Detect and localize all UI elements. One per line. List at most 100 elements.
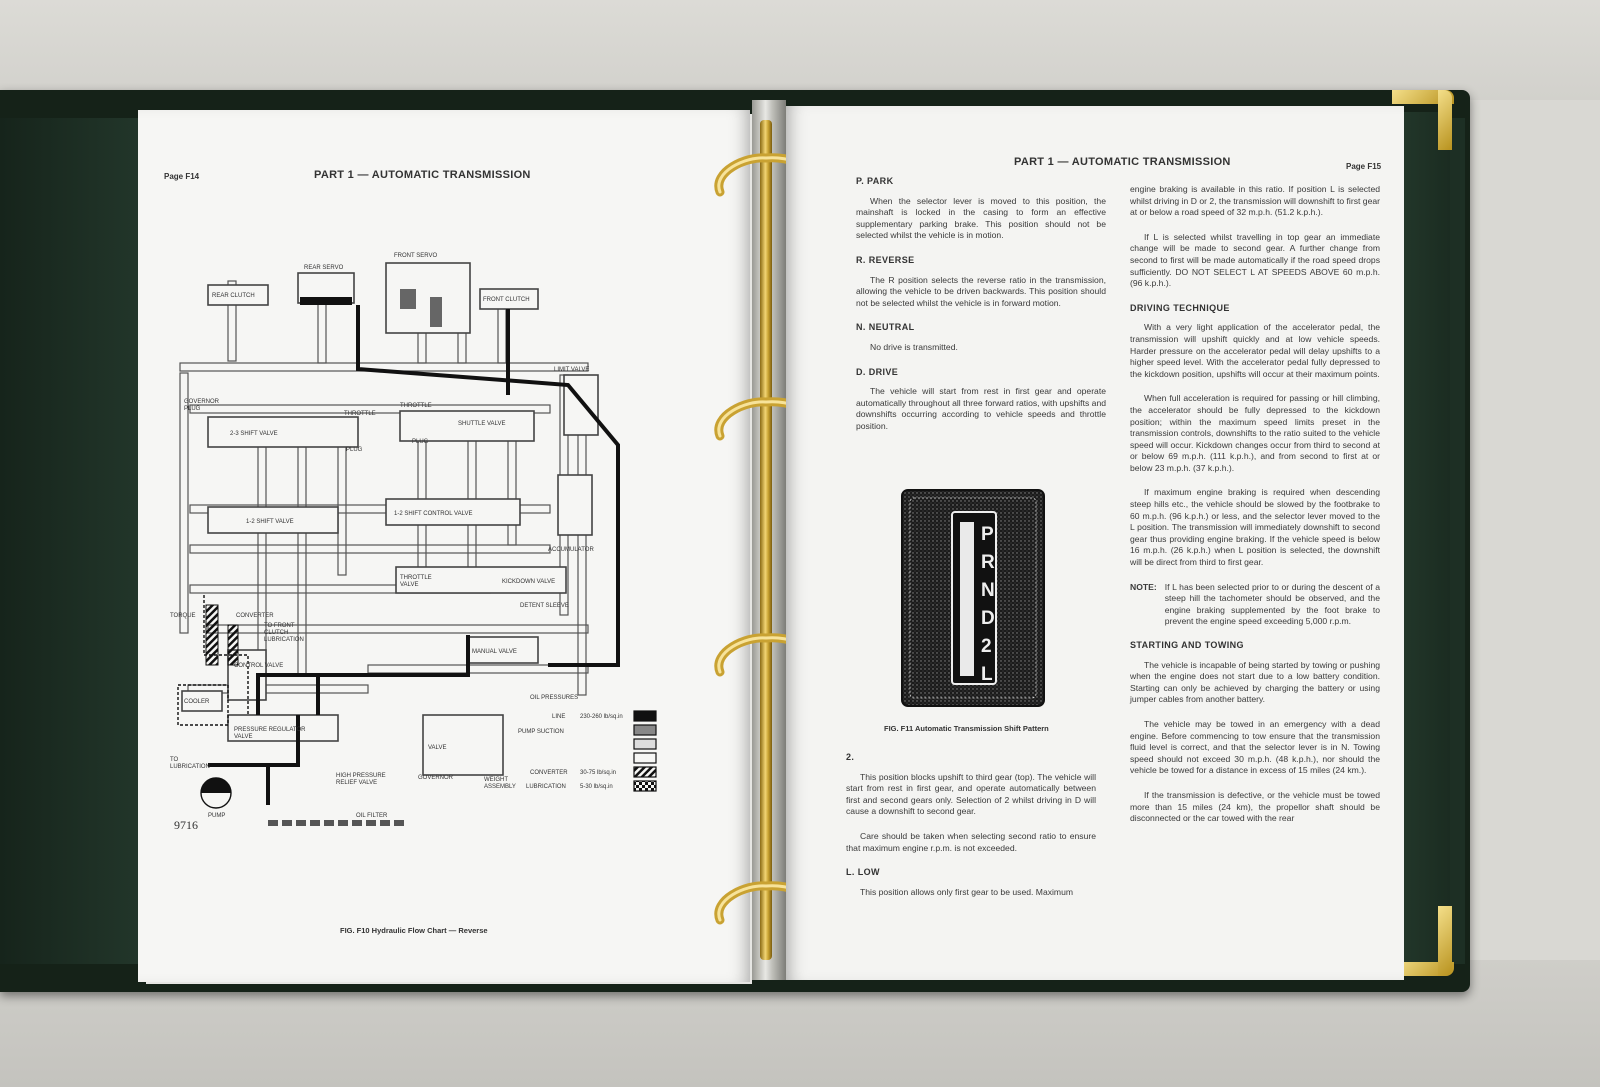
legend-label-converter: CONVERTER — [530, 770, 568, 776]
para-reverse: The R position selects the reverse ratio… — [856, 274, 1106, 308]
para-towing-2: The vehicle may be towed in an emergency… — [1130, 718, 1380, 776]
section-park: P. PARK When the selector lever is moved… — [856, 176, 1106, 242]
heading-driving-technique: DRIVING TECHNIQUE — [1130, 302, 1230, 313]
brass-corner-bottom-side — [1438, 906, 1452, 976]
shift-letter-d: D — [981, 608, 995, 629]
label-converter: CONVERTER — [236, 613, 274, 619]
label-front-clutch: FRONT CLUTCH — [483, 297, 530, 303]
figure-code: 9716 — [174, 818, 198, 832]
page-number-right: Page F15 — [1346, 162, 1382, 171]
label-rear-servo: REAR SERVO — [304, 265, 344, 271]
para-driving-2: When full acceleration is required for p… — [1130, 393, 1380, 473]
label-2-3-shift-valve: 2-3 SHIFT VALVE — [230, 431, 278, 437]
note-text: If L has been selected prior to or durin… — [1164, 581, 1380, 627]
label-throttle-2: THROTTLE — [400, 403, 432, 409]
label-rear-clutch: REAR CLUTCH — [212, 293, 255, 299]
right-column-2: engine braking is available in this rati… — [1130, 184, 1380, 838]
binder-ring-rail — [760, 120, 772, 960]
section-starting-towing: STARTING AND TOWING The vehicle is incap… — [1130, 640, 1380, 825]
heading-starting-towing: STARTING AND TOWING — [1130, 640, 1244, 650]
page-header-right: PART 1 — AUTOMATIC TRANSMISSION — [1014, 156, 1231, 168]
label-torque: TORQUE — [170, 613, 196, 619]
shift-letter-p: P — [981, 524, 994, 545]
heading-low: L. LOW — [846, 867, 880, 878]
note-block: NOTE: If L has been selected prior to or… — [1130, 582, 1380, 628]
label-cooler: COOLER — [184, 699, 210, 705]
binder-left-band — [0, 118, 140, 964]
legend-value-lubrication: 5-30 lb/sq.in — [580, 784, 613, 790]
para-low-cont: engine braking is available in this rati… — [1130, 184, 1380, 218]
para-second-1: This position blocks upshift to third ge… — [846, 771, 1096, 817]
section-drive: D. DRIVE The vehicle will start from res… — [856, 367, 1106, 433]
para-second-2: Care should be taken when selecting seco… — [846, 830, 1096, 853]
label-plug-2: PLUG — [412, 439, 429, 445]
right-column-1b: 2. This position blocks upshift to third… — [846, 752, 1096, 911]
heading-neutral: N. NEUTRAL — [856, 322, 915, 333]
label-1-2-shift-control-valve: 1-2 SHIFT CONTROL VALVE — [394, 511, 472, 517]
section-neutral: N. NEUTRAL No drive is transmitted. — [856, 322, 1106, 353]
para-low-speed: If L is selected whilst travelling in to… — [1130, 231, 1380, 289]
shift-letter-2: 2 — [981, 636, 992, 657]
label-throttle-1: THROTTLE — [344, 411, 376, 417]
shift-letter-l: L — [981, 664, 993, 685]
label-pump: PUMP — [208, 813, 225, 819]
right-column-1: P. PARK When the selector lever is moved… — [856, 176, 1106, 446]
label-plug-1: PLUG — [346, 447, 363, 453]
page-number-left: Page F14 — [164, 172, 200, 181]
label-front-servo: FRONT SERVO — [394, 253, 437, 259]
label-control-valve: CONTROL VALVE — [234, 663, 283, 669]
para-neutral: No drive is transmitted. — [870, 341, 958, 352]
para-low: This position allows only first gear to … — [860, 886, 1074, 897]
para-driving-1: With a very light application of the acc… — [1130, 322, 1380, 379]
label-valve: VALVE — [428, 745, 446, 751]
label-1-2-shift-valve: 1-2 SHIFT VALVE — [246, 519, 294, 525]
label-manual-valve: MANUAL VALVE — [472, 649, 517, 655]
shift-letter-n: N — [981, 580, 995, 601]
figure-caption-f10: FIG. F10 Hydraulic Flow Chart — Reverse — [340, 926, 488, 935]
label-limit-valve: LIMIT VALVE — [554, 367, 589, 373]
binder-right-edge — [1395, 112, 1450, 967]
page-header-left: PART 1 — AUTOMATIC TRANSMISSION — [314, 169, 531, 181]
para-driving-3: If maximum engine braking is required wh… — [1130, 487, 1380, 568]
label-detent-sleeve: DETENT SLEEVE — [520, 603, 569, 609]
background-wall — [0, 0, 1600, 100]
label-governor: GOVERNOR — [418, 775, 454, 781]
label-shuttle-valve: SHUTTLE VALVE — [458, 421, 505, 427]
section-driving-technique: DRIVING TECHNIQUE With a very light appl… — [1130, 303, 1380, 569]
shift-letter-r: R — [981, 552, 995, 573]
brass-corner-top-side — [1438, 90, 1452, 150]
heading-reverse: R. REVERSE — [856, 254, 915, 265]
heading-second: 2. — [846, 752, 855, 762]
para-drive: The vehicle will start from rest in firs… — [856, 386, 1106, 431]
rear-clutch-box — [207, 284, 269, 306]
hydraulic-flow-chart: FRONT SERVO REAR SERVO REAR CLUTCH FRONT… — [170, 253, 657, 826]
left-page[interactable]: Page F14 PART 1 — AUTOMATIC TRANSMISSION — [138, 110, 750, 982]
note-label: NOTE: — [1130, 581, 1157, 592]
legend-value-converter: 30-75 lb/sq.in — [580, 770, 616, 776]
heading-park: P. PARK — [856, 176, 894, 186]
section-low: L. LOW This position allows only first g… — [846, 867, 1096, 898]
section-reverse: R. REVERSE The R position selects the re… — [856, 255, 1106, 309]
label-oil-pressures: OIL PRESSURES — [530, 695, 578, 701]
section-second: 2. This position blocks upshift to third… — [846, 752, 1096, 854]
heading-drive: D. DRIVE — [856, 366, 899, 377]
legend-value-line: 230-260 lb/sq.in — [580, 714, 623, 720]
para-park: When the selector lever is moved to this… — [856, 195, 1106, 241]
label-pump-suction: PUMP SUCTION — [518, 729, 564, 735]
label-accumulator: ACCUMULATOR — [548, 547, 594, 553]
legend-label-line: LINE — [552, 714, 565, 720]
legend-label-lubrication: LUBRICATION — [526, 784, 566, 790]
label-oil-filter: OIL FILTER — [356, 813, 388, 819]
label-kickdown-valve: KICKDOWN VALVE — [502, 579, 555, 585]
figure-caption-f11: FIG. F11 Automatic Transmission Shift Pa… — [884, 724, 1049, 733]
shift-pattern-figure: P R N D 2 L — [901, 489, 1045, 707]
para-towing-1: The vehicle is incapable of being starte… — [1130, 659, 1380, 705]
right-page[interactable]: PART 1 — AUTOMATIC TRANSMISSION Page F15 — [786, 106, 1404, 980]
